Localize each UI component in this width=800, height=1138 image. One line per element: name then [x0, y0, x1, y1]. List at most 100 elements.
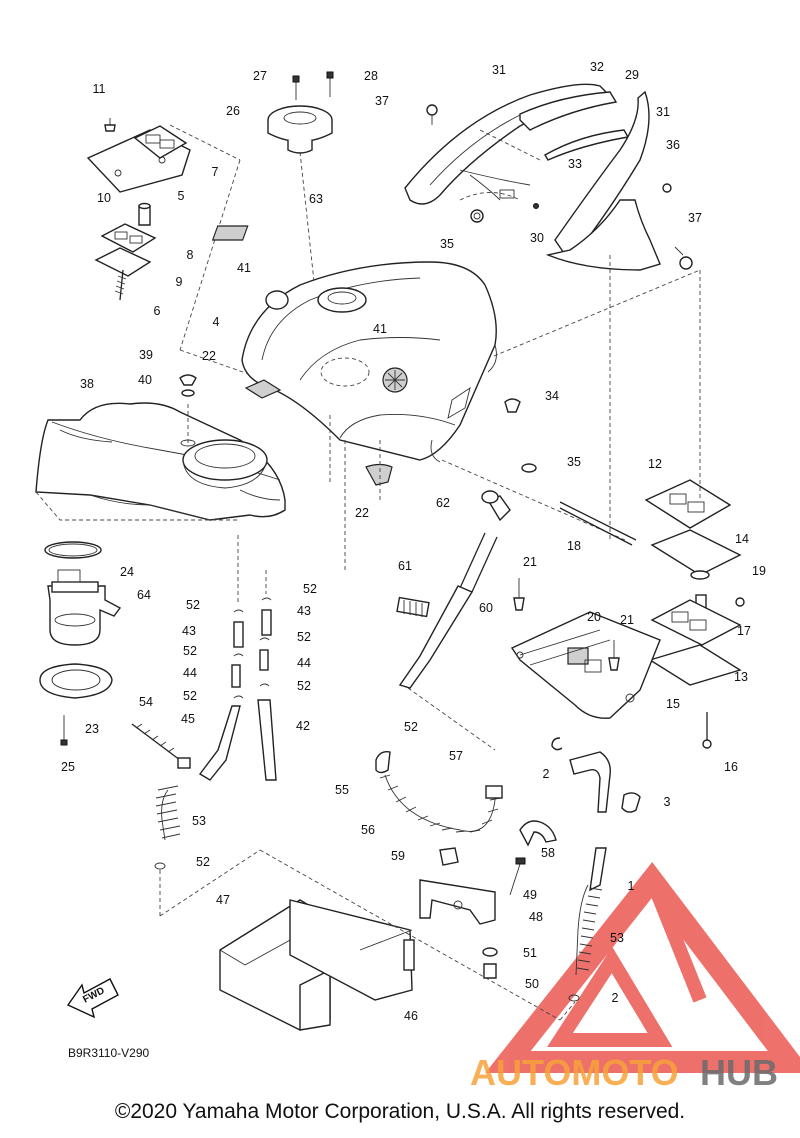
callout-52: 52	[303, 582, 317, 596]
fuel-pump	[39, 541, 122, 746]
callout-5: 5	[178, 189, 185, 203]
callout-52: 52	[183, 644, 197, 658]
callout-22: 22	[355, 506, 369, 520]
callout-28: 28	[364, 69, 378, 83]
callout-41: 41	[373, 322, 387, 336]
callout-31: 31	[492, 63, 506, 77]
callout-44: 44	[183, 666, 197, 680]
callout-58: 58	[541, 846, 555, 860]
callout-27: 27	[253, 69, 267, 83]
callout-35: 35	[440, 237, 454, 251]
callout-37: 37	[688, 211, 702, 225]
callout-50: 50	[525, 977, 539, 991]
callout-61: 61	[398, 559, 412, 573]
callout-6: 6	[154, 304, 161, 318]
callout-26: 26	[226, 104, 240, 118]
copyright-notice: ©2020 Yamaha Motor Corporation, U.S.A. A…	[114, 1100, 686, 1123]
callout-36: 36	[666, 138, 680, 152]
callout-52: 52	[297, 630, 311, 644]
callout-56: 56	[361, 823, 375, 837]
callout-41: 41	[237, 261, 251, 275]
callout-40: 40	[138, 373, 152, 387]
callout-57: 57	[449, 749, 463, 763]
callout-9: 9	[176, 275, 183, 289]
diagram-code: B9R3110-V290	[68, 1046, 149, 1060]
callout-numbers: 1223456789101112131415161718192021212222…	[61, 60, 766, 1023]
callout-3: 3	[664, 795, 671, 809]
callout-4: 4	[213, 315, 220, 329]
fuel-tank	[35, 374, 286, 521]
callout-63: 63	[309, 192, 323, 206]
callout-2: 2	[612, 991, 619, 1005]
callout-16: 16	[724, 760, 738, 774]
tank-cover	[241, 261, 701, 541]
bracket-group	[510, 255, 745, 749]
fuel-cap-group	[211, 71, 334, 301]
callout-1: 1	[628, 879, 635, 893]
callout-51: 51	[523, 946, 537, 960]
callout-30: 30	[530, 231, 544, 245]
drain-hoses	[375, 490, 557, 866]
callout-17: 17	[737, 624, 751, 638]
callout-46: 46	[404, 1009, 418, 1023]
callout-60: 60	[479, 601, 493, 615]
callout-42: 42	[296, 719, 310, 733]
callout-53: 53	[192, 814, 206, 828]
callout-52: 52	[404, 720, 418, 734]
callout-52: 52	[183, 689, 197, 703]
watermark-part1: AUTOMOTO	[470, 1052, 679, 1093]
callout-20: 20	[587, 610, 601, 624]
canister-group	[159, 849, 561, 1031]
callout-2: 2	[543, 767, 550, 781]
callout-47: 47	[216, 893, 230, 907]
callout-59: 59	[391, 849, 405, 863]
watermark-text: AUTOMOTO HUB	[470, 1052, 778, 1093]
callout-54: 54	[139, 695, 153, 709]
side-covers	[404, 83, 693, 271]
callout-45: 45	[181, 712, 195, 726]
fwd-arrow: FWD	[66, 978, 119, 1019]
callout-11: 11	[93, 82, 106, 96]
callout-13: 13	[734, 670, 748, 684]
callout-33: 33	[568, 157, 582, 171]
callout-52: 52	[196, 855, 210, 869]
callout-19: 19	[752, 564, 766, 578]
breather-hoses	[131, 535, 277, 870]
watermark-logo	[485, 862, 800, 1073]
callout-55: 55	[335, 783, 349, 797]
cover-plate-group	[86, 118, 301, 393]
callout-23: 23	[85, 722, 99, 736]
callout-43: 43	[182, 624, 196, 638]
callout-52: 52	[297, 679, 311, 693]
callout-25: 25	[61, 760, 75, 774]
callout-53: 53	[610, 931, 624, 945]
callout-37: 37	[375, 94, 389, 108]
callout-38: 38	[80, 377, 94, 391]
callout-10: 10	[97, 191, 111, 205]
callout-18: 18	[567, 539, 581, 553]
tank-mounts	[329, 398, 537, 570]
callout-52: 52	[186, 598, 200, 612]
callout-29: 29	[625, 68, 639, 82]
fuel-hose	[551, 737, 641, 1021]
callout-35: 35	[567, 455, 581, 469]
callout-64: 64	[137, 588, 151, 602]
callout-24: 24	[120, 565, 134, 579]
callout-7: 7	[212, 165, 219, 179]
callout-39: 39	[139, 348, 153, 362]
callout-21: 21	[523, 555, 537, 569]
callout-21: 21	[620, 613, 634, 627]
callout-8: 8	[187, 248, 194, 262]
watermark-part2: HUB	[700, 1052, 778, 1093]
callout-15: 15	[666, 697, 680, 711]
callout-32: 32	[590, 60, 604, 74]
callout-14: 14	[735, 532, 749, 546]
callout-62: 62	[436, 496, 450, 510]
callout-22: 22	[202, 349, 216, 363]
callout-12: 12	[648, 457, 662, 471]
callout-48: 48	[529, 910, 543, 924]
callout-34: 34	[545, 389, 559, 403]
callout-44: 44	[297, 656, 311, 670]
callout-43: 43	[297, 604, 311, 618]
